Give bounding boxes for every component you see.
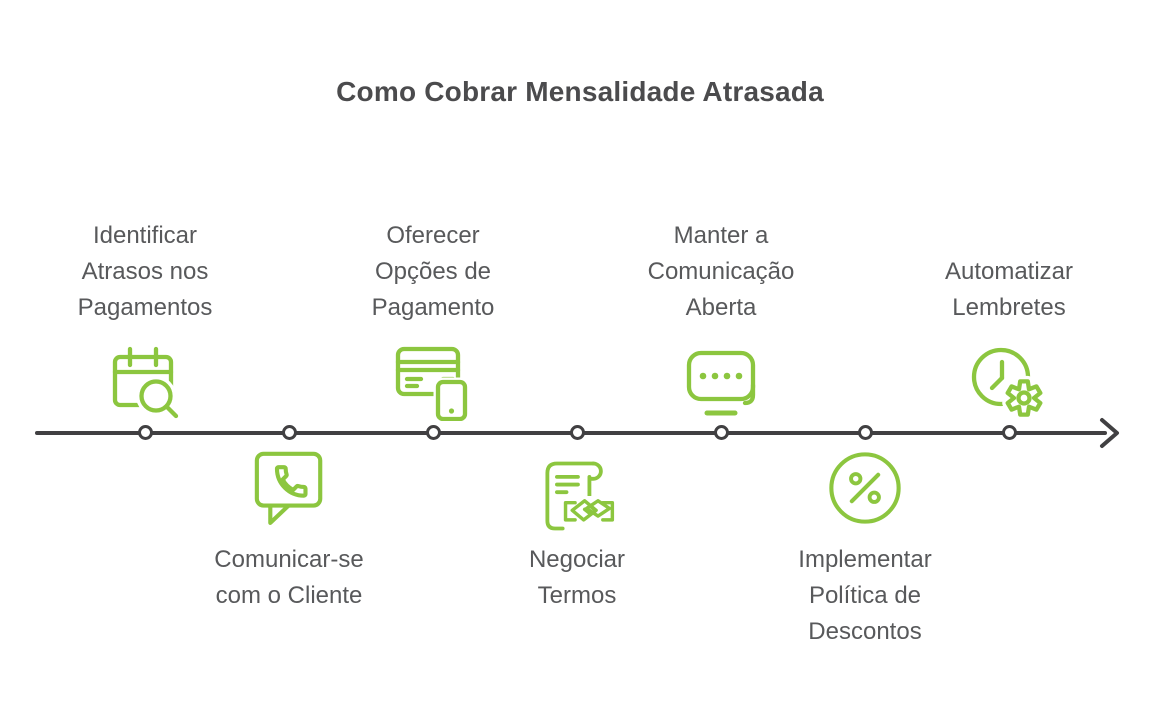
timeline-arrow-icon [1100, 418, 1119, 448]
percent-circle-icon [826, 449, 904, 527]
page-title: Como Cobrar Mensalidade Atrasada [336, 76, 824, 107]
step-label-comunicar-cliente: Comunicar-se com o Cliente [214, 546, 364, 609]
chat-phone-icon [249, 448, 330, 544]
step-label-oferecer-opcoes: Oferecer Opções de Pagamento [371, 222, 495, 321]
step-label-manter-comunicacao: Manter a Comunicação Aberta [647, 222, 795, 321]
step-label-identificar-atrasos: Identificar Atrasos nos Pagamentos [77, 222, 213, 321]
timeline-dot [137, 425, 153, 440]
timeline-dot [425, 425, 441, 440]
timeline-dot [713, 425, 729, 440]
step-label-negociar-termos: Negociar Termos [528, 546, 626, 609]
timeline-dot [857, 425, 873, 440]
contract-handshake-icon [534, 452, 620, 540]
step-label-implementar-politica: Implementar Política de Descontos [798, 546, 932, 645]
timeline-dot [1001, 425, 1017, 440]
timeline-dot [281, 425, 297, 440]
chat-dots-icon [681, 345, 761, 421]
calendar-search-icon [105, 341, 185, 421]
timeline-dot [569, 425, 585, 440]
clock-gear-icon [969, 341, 1049, 421]
card-phone-icon [393, 341, 473, 421]
step-label-automatizar-lembretes: Automatizar Lembretes [944, 258, 1074, 321]
